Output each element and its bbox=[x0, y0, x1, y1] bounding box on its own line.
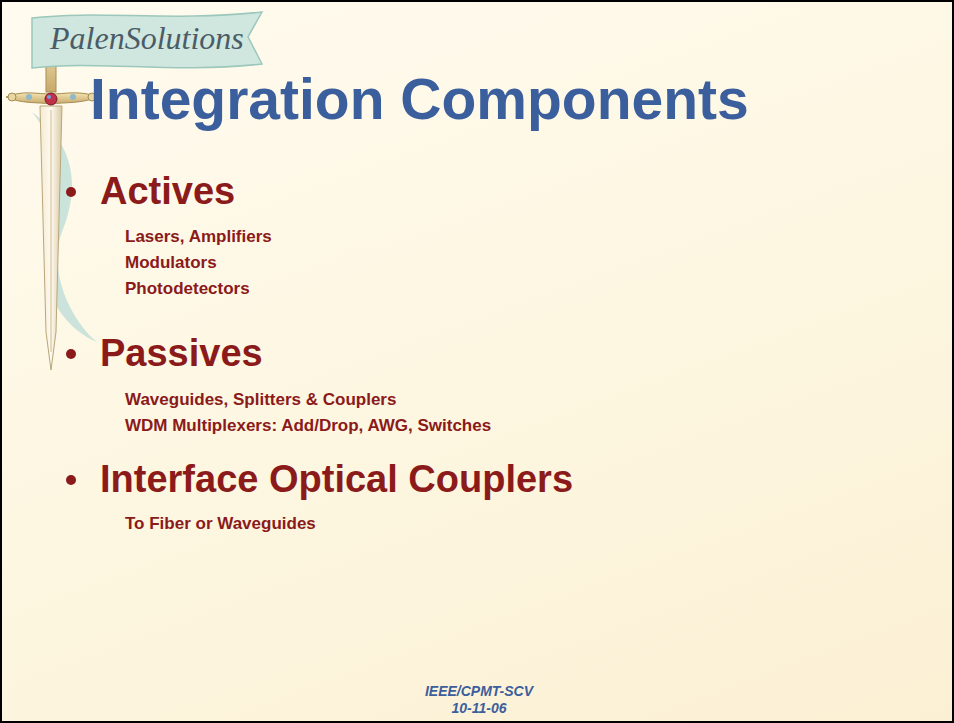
footer-text: 10-11-06 bbox=[451, 700, 506, 716]
logo-banner: PalenSolutions bbox=[28, 8, 266, 72]
bullet-dot bbox=[66, 349, 76, 359]
bullet-heading: Actives bbox=[100, 170, 235, 214]
sub-item: Lasers, Amplifiers bbox=[125, 227, 272, 247]
slide-title: Integration Components bbox=[90, 66, 749, 132]
sub-item: WDM Multiplexers: Add/Drop, AWG, Switche… bbox=[125, 416, 491, 436]
bullet-heading: Passives bbox=[100, 332, 263, 376]
logo-text: PalenSolutions bbox=[28, 8, 266, 57]
sub-item: To Fiber or Waveguides bbox=[125, 514, 316, 534]
bullet-heading: Interface Optical Couplers bbox=[100, 458, 573, 502]
bullet-dot bbox=[66, 187, 76, 197]
sub-item: Photodetectors bbox=[125, 279, 250, 299]
footer-text: IEEE/CPMT-SCV bbox=[425, 683, 533, 699]
sub-item: Waveguides, Splitters & Couplers bbox=[125, 390, 396, 410]
bullet-dot bbox=[66, 475, 76, 485]
sub-item: Modulators bbox=[125, 253, 217, 273]
